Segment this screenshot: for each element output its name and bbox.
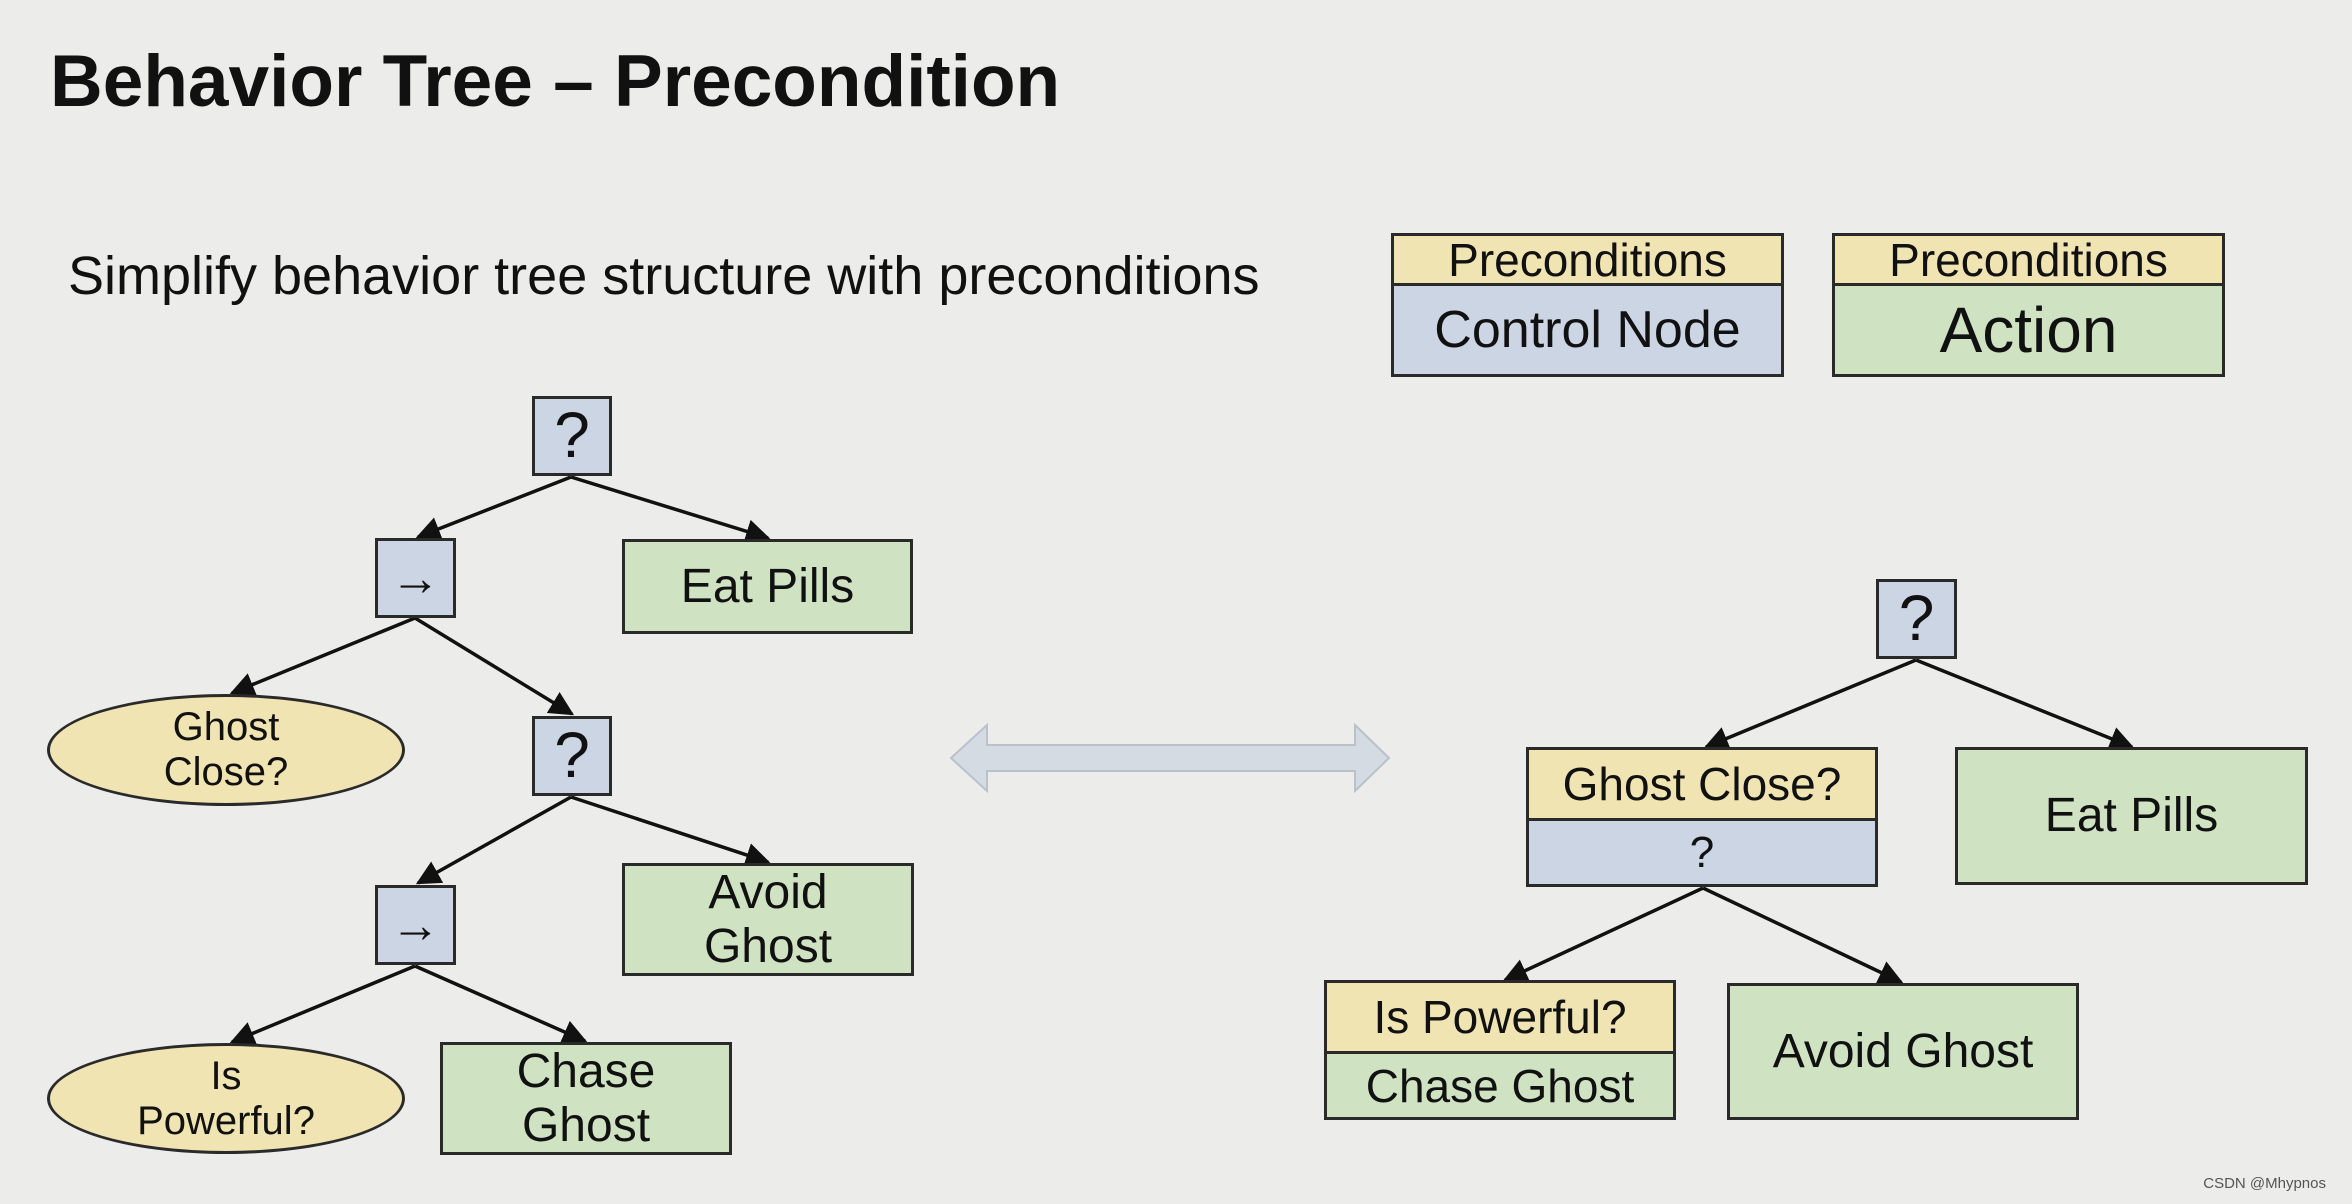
left-chase-ghost-action: Chase Ghost bbox=[440, 1042, 732, 1155]
edge-root-seq1 bbox=[415, 475, 572, 541]
edge-seq2-is-powerful bbox=[229, 964, 416, 1045]
chase-ghost-line2: Ghost bbox=[521, 1098, 651, 1152]
left-selector-node-2: ? bbox=[532, 716, 612, 796]
ghost-close-line1: Ghost bbox=[172, 705, 280, 750]
legend-control-node-label: Control Node bbox=[1394, 286, 1781, 374]
right-ghost-close-control: ? bbox=[1529, 821, 1875, 884]
page-title: Behavior Tree – Precondition bbox=[50, 41, 1061, 122]
chase-ghost-line1: Chase bbox=[516, 1044, 656, 1098]
edge-sel2-seq2 bbox=[415, 795, 572, 885]
edge-r-ghost-close-is-powerful bbox=[1502, 886, 1704, 982]
is-powerful-line1: Is bbox=[210, 1053, 242, 1098]
double-arrow bbox=[949, 722, 1391, 794]
avoid-ghost-line2: Ghost bbox=[703, 919, 833, 973]
legend-action-label: Action bbox=[1835, 286, 2222, 374]
left-root-selector: ? bbox=[532, 396, 612, 476]
edge-r-root-eat-pills bbox=[1915, 658, 2135, 751]
left-sequence-node-1: → bbox=[375, 538, 456, 618]
right-eat-pills-action: Eat Pills bbox=[1955, 747, 2308, 885]
legend-preconditions-label: Preconditions bbox=[1394, 234, 1781, 286]
left-is-powerful-condition: Is Powerful? bbox=[47, 1043, 405, 1154]
left-avoid-ghost-action: Avoid Ghost bbox=[622, 863, 914, 976]
edge-seq1-sel2 bbox=[414, 616, 575, 716]
legend-control-node: Preconditions Control Node bbox=[1391, 233, 1784, 377]
subtitle: Simplify behavior tree structure with pr… bbox=[68, 246, 1260, 306]
right-avoid-ghost-action: Avoid Ghost bbox=[1727, 983, 2079, 1120]
edge-root-eat-pills bbox=[570, 475, 771, 544]
right-root-selector: ? bbox=[1876, 579, 1957, 659]
ghost-close-line2: Close? bbox=[163, 750, 289, 794]
left-sequence-node-2: → bbox=[375, 885, 456, 965]
watermark: CSDN @Mhypnos bbox=[2203, 1175, 2326, 1192]
right-is-powerful-precondition: Is Powerful? bbox=[1327, 983, 1673, 1054]
right-chase-ghost-node: Is Powerful? Chase Ghost bbox=[1324, 980, 1676, 1120]
edge-seq1-ghost-close bbox=[229, 616, 416, 696]
is-powerful-line2: Powerful? bbox=[137, 1098, 315, 1143]
legend-preconditions-label: Preconditions bbox=[1835, 234, 2222, 286]
edge-r-ghost-close-avoid-ghost bbox=[1702, 886, 1904, 984]
edge-seq2-chase-ghost bbox=[414, 964, 588, 1044]
left-ghost-close-condition: Ghost Close? bbox=[47, 694, 405, 806]
right-ghost-close-selector: Ghost Close? ? bbox=[1526, 747, 1878, 887]
right-ghost-close-precondition: Ghost Close? bbox=[1529, 750, 1875, 821]
right-chase-ghost-action: Chase Ghost bbox=[1327, 1054, 1673, 1117]
edge-r-root-ghost-close bbox=[1703, 658, 1917, 750]
legend-action: Preconditions Action bbox=[1832, 233, 2225, 377]
avoid-ghost-line1: Avoid bbox=[708, 865, 828, 919]
left-eat-pills-action: Eat Pills bbox=[622, 539, 913, 634]
edge-sel2-avoid-ghost bbox=[570, 795, 771, 867]
